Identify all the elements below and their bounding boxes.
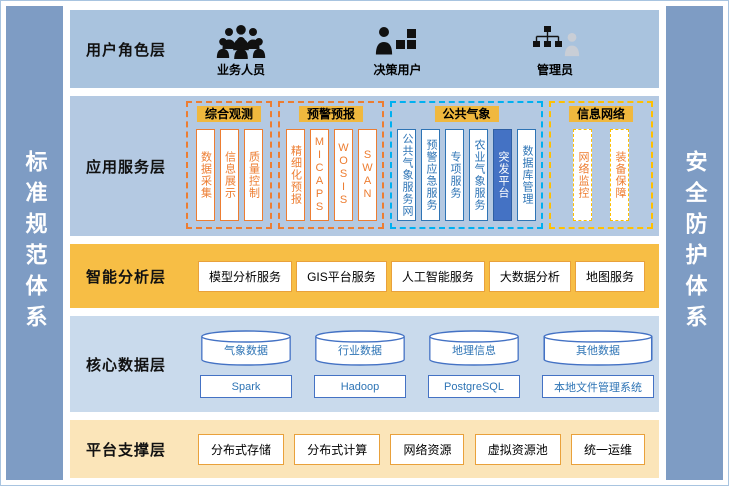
platform-item: 分布式存储	[198, 433, 285, 465]
data-grid: 气象数据 Spark 行业数据 Hadoop	[182, 316, 659, 412]
layer-analysis-label: 智能分析层	[85, 268, 166, 286]
database-label: 行业数据	[338, 345, 382, 357]
layer-data-label: 核心数据层	[85, 356, 166, 374]
group-comprehensive-observation: 综合观测 数据采集 信息展示 质量控制	[186, 101, 272, 229]
service-item: 网络监控	[573, 128, 592, 221]
service-item: 信息展示	[219, 128, 239, 221]
role-label: 业务人员	[216, 62, 265, 77]
group-items: 精细化预报 MICAPS WOSIS SWAN	[285, 127, 377, 222]
engine-box: 本地文件管理系统	[542, 375, 654, 398]
group-title: 综合观测	[196, 106, 262, 123]
engine-box: Hadoop	[314, 375, 406, 398]
application-groups: 综合观测 数据采集 信息展示 质量控制 预警预报 精细化预报 MICAPS WO…	[182, 96, 659, 236]
engine-box: PostgreSQL	[428, 375, 520, 398]
data-column: 地理信息 PostgreSQL	[428, 330, 520, 398]
role-label: 管理员	[536, 62, 573, 77]
admin-orgchart-icon	[529, 25, 581, 59]
platform-item: 虚拟资源池	[474, 433, 561, 465]
database-label: 其他数据	[576, 345, 620, 357]
data-column: 气象数据 Spark	[200, 330, 292, 398]
platform-item: 分布式计算	[294, 433, 381, 465]
service-item: 公共气象服务网	[397, 128, 416, 221]
left-pillar: 标准规范体系	[6, 6, 63, 480]
layer-user-role: 用户角色层 业务人员	[70, 10, 659, 88]
analysis-item: 大数据分析	[488, 260, 571, 292]
service-item: 质量控制	[243, 128, 263, 221]
group-warning-forecast: 预警预报 精细化预报 MICAPS WOSIS SWAN	[278, 101, 384, 229]
group-title: 预警预报	[298, 106, 364, 123]
layer-platform-label: 平台支撑层	[85, 441, 166, 459]
service-item: MICAPS	[309, 128, 329, 221]
group-title: 信息网络	[568, 106, 634, 123]
layer-platform-support: 平台支撑层 分布式存储 分布式计算 网络资源 虚拟资源池 统一运维	[70, 420, 659, 478]
decision-user-icon	[374, 25, 420, 59]
layer-user-role-label: 用户角色层	[85, 41, 166, 59]
role-label: 决策用户	[373, 62, 422, 77]
service-item: 突发平台	[493, 128, 512, 221]
layer-stack: 用户角色层 业务人员	[70, 10, 659, 478]
platform-item: 网络资源	[390, 433, 465, 465]
database-label: 地理信息	[452, 345, 496, 357]
service-item: 数据采集	[195, 128, 215, 221]
service-item: SWAN	[357, 128, 377, 221]
database-cylinder: 行业数据	[314, 330, 406, 366]
analysis-item: 模型分析服务	[198, 260, 293, 292]
database-cylinder: 气象数据	[200, 330, 292, 366]
group-items: 数据采集 信息展示 质量控制	[195, 127, 263, 222]
analysis-item: GIS平台服务	[296, 260, 387, 292]
service-item: 精细化预报	[285, 128, 305, 221]
layer-core-data: 核心数据层 气象数据 Spark	[70, 316, 659, 412]
role-business-users: 业务人员	[216, 24, 266, 78]
service-item: 农业气象服务	[469, 128, 488, 221]
role-admin: 管理员	[529, 25, 581, 78]
service-item: 专项服务	[445, 128, 464, 221]
database-cylinder: 地理信息	[428, 330, 520, 366]
layer-application-label: 应用服务层	[85, 158, 166, 176]
analysis-item: 地图服务	[574, 260, 645, 292]
analysis-items: 模型分析服务 GIS平台服务 人工智能服务 大数据分析 地图服务	[182, 244, 659, 308]
layer-application-service: 应用服务层 综合观测 数据采集 信息展示 质量控制 预警预报 精细化预报 MIC…	[70, 96, 659, 236]
analysis-item: 人工智能服务	[390, 260, 485, 292]
left-pillar-label: 标准规范体系	[22, 150, 48, 336]
database-cylinder: 其他数据	[542, 330, 654, 366]
group-items: 网络监控 装备保障	[573, 127, 629, 222]
group-information-network: 信息网络 网络监控 装备保障	[549, 101, 653, 229]
data-column: 行业数据 Hadoop	[314, 330, 406, 398]
roles-row: 业务人员 决策用户	[182, 10, 659, 88]
group-items: 公共气象服务网 预警应急服务 专项服务 农业气象服务 突发平台 数据库管理	[397, 127, 536, 222]
service-item: 数据库管理	[517, 128, 536, 221]
platform-items: 分布式存储 分布式计算 网络资源 虚拟资源池 统一运维	[182, 420, 659, 478]
people-group-icon	[216, 24, 266, 59]
platform-item: 统一运维	[570, 433, 645, 465]
service-item: 装备保障	[610, 128, 629, 221]
database-label: 气象数据	[224, 345, 268, 357]
role-decision-users: 决策用户	[373, 25, 422, 78]
service-item: 预警应急服务	[421, 128, 440, 221]
service-item: WOSIS	[333, 128, 353, 221]
layer-intelligent-analysis: 智能分析层 模型分析服务 GIS平台服务 人工智能服务 大数据分析 地图服务	[70, 244, 659, 308]
group-public-meteorology: 公共气象 公共气象服务网 预警应急服务 专项服务 农业气象服务 突发平台 数据库…	[390, 101, 543, 229]
group-title: 公共气象	[434, 106, 499, 123]
data-column: 其他数据 本地文件管理系统	[542, 330, 654, 398]
engine-box: Spark	[200, 375, 292, 398]
right-pillar-label: 安全防护体系	[682, 150, 708, 336]
right-pillar: 安全防护体系	[666, 6, 723, 480]
